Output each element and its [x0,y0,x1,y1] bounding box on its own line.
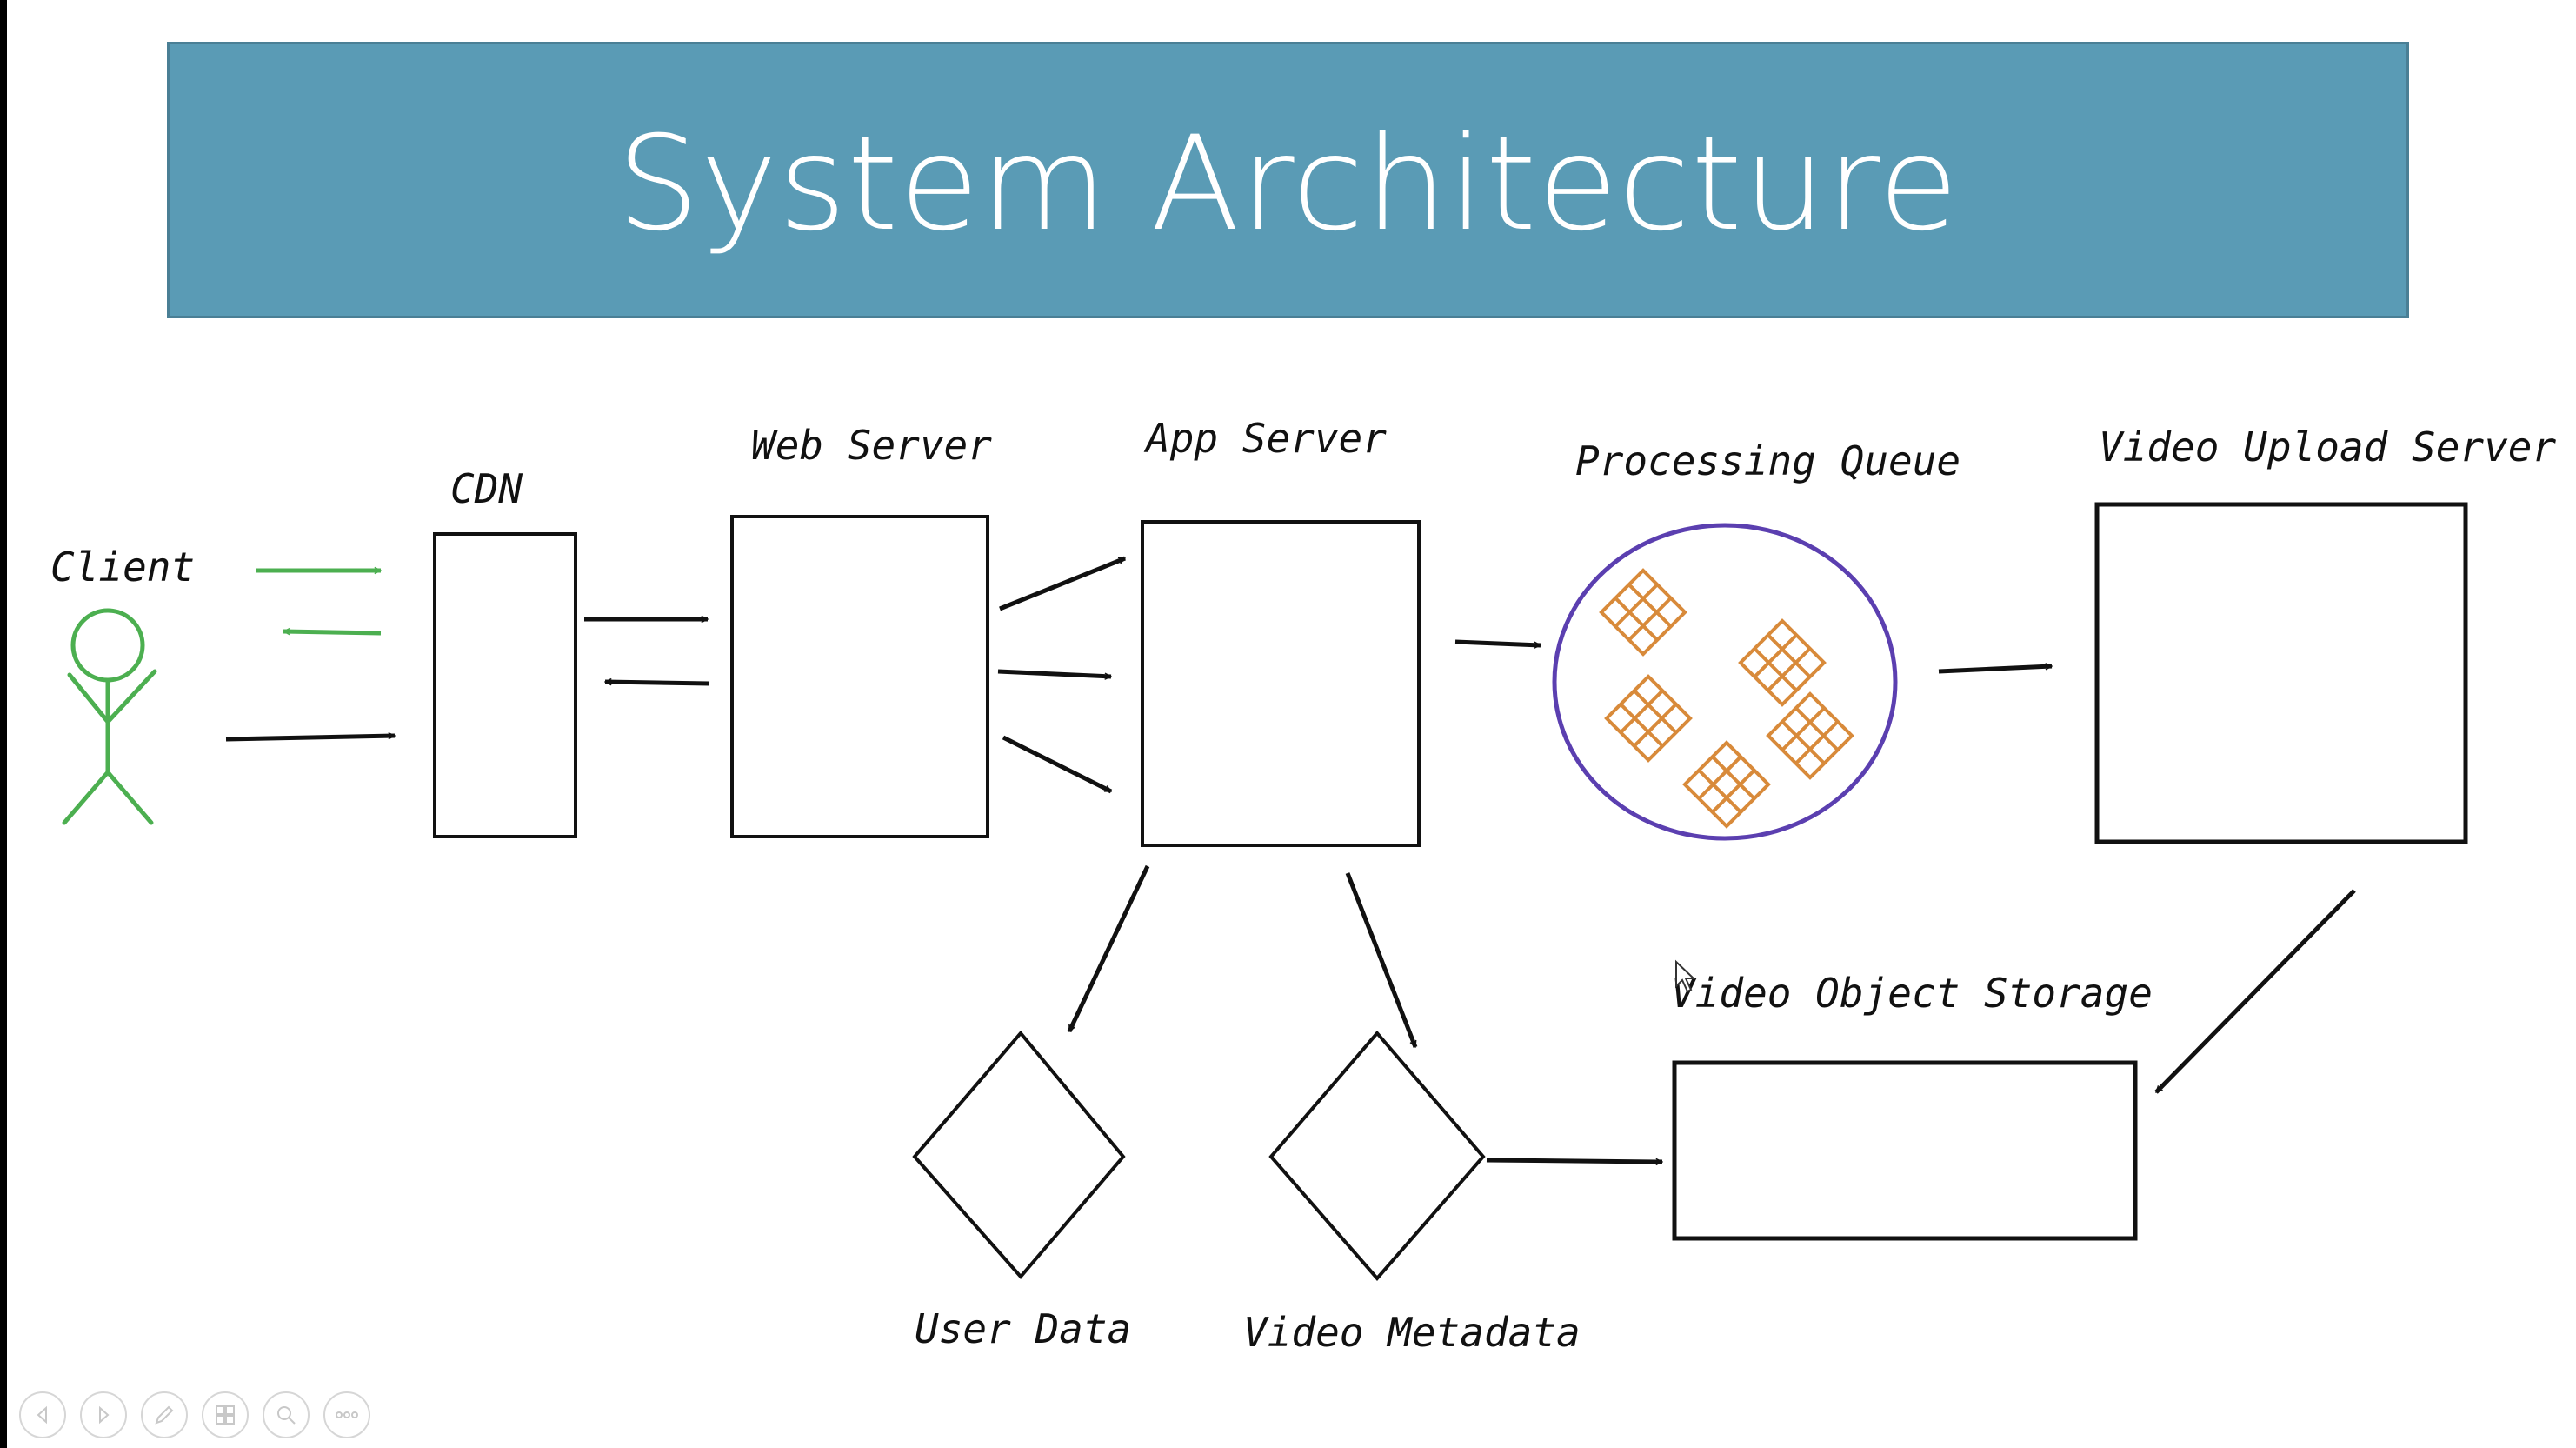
app-to-user-data-arrow [1067,864,1150,1031]
web-to-app-arrow-2 [997,669,1111,677]
metadata-to-storage-arrow [1486,1158,1662,1162]
pen-icon[interactable] [141,1391,188,1438]
web-server-box [730,515,989,838]
video-upload-server-box [2094,502,2468,844]
slides-icon[interactable] [202,1391,249,1438]
processing-queue-circle [1552,523,1898,841]
web-to-app-arrow-1 [999,556,1125,611]
queue-item-icon [1682,740,1771,829]
video-object-storage-box [1672,1060,2138,1241]
client-stick-figure-icon [62,608,157,825]
zoom-icon[interactable] [263,1391,310,1438]
previous-icon[interactable] [19,1391,66,1438]
title-banner: System Architecture [167,42,2409,318]
presenter-toolbar [19,1391,370,1440]
next-icon[interactable] [80,1391,127,1438]
video-upload-server-label: Video Upload Server [2099,424,2556,470]
app-to-video-metadata-arrow [1345,872,1418,1047]
app-server-label: App Server [1143,415,1387,462]
slide: System Architecture Client CDN [7,0,2576,1448]
queue-to-upload-arrow [1938,666,2052,674]
mouse-cursor-icon [1675,959,1696,993]
app-server-box [1141,520,1421,847]
video-metadata-diamond [1268,1030,1486,1282]
slide-title: System Architecture [616,109,1960,260]
web-server-label: Web Server [751,422,992,469]
client-response-arrow [283,631,382,636]
video-metadata-label: Video Metadata [1243,1309,1581,1356]
queue-item-icon [1738,618,1827,707]
architecture-diagram: Client CDN Web Server App Server [50,415,2556,1356]
queue-items [1599,568,1854,829]
queue-item-icon [1766,691,1854,780]
cdn-label: CDN [450,465,523,512]
client-to-cdn-arrow [225,736,395,742]
cdn-box [433,532,577,838]
web-to-app-arrow-3 [1002,735,1111,794]
app-to-queue-arrow [1454,639,1541,645]
web-to-cdn-arrow [605,682,710,686]
client-label: Client [50,544,195,591]
queue-item-icon [1599,568,1687,657]
user-data-diamond [912,1030,1126,1280]
processing-queue-label: Processing Queue [1575,437,1960,484]
more-icon[interactable] [323,1391,370,1438]
upload-to-storage-arrow [2154,889,2356,1094]
user-data-label: User Data [915,1305,1131,1352]
video-object-storage-label: Video Object Storage [1671,970,2153,1017]
queue-item-icon [1604,674,1693,763]
